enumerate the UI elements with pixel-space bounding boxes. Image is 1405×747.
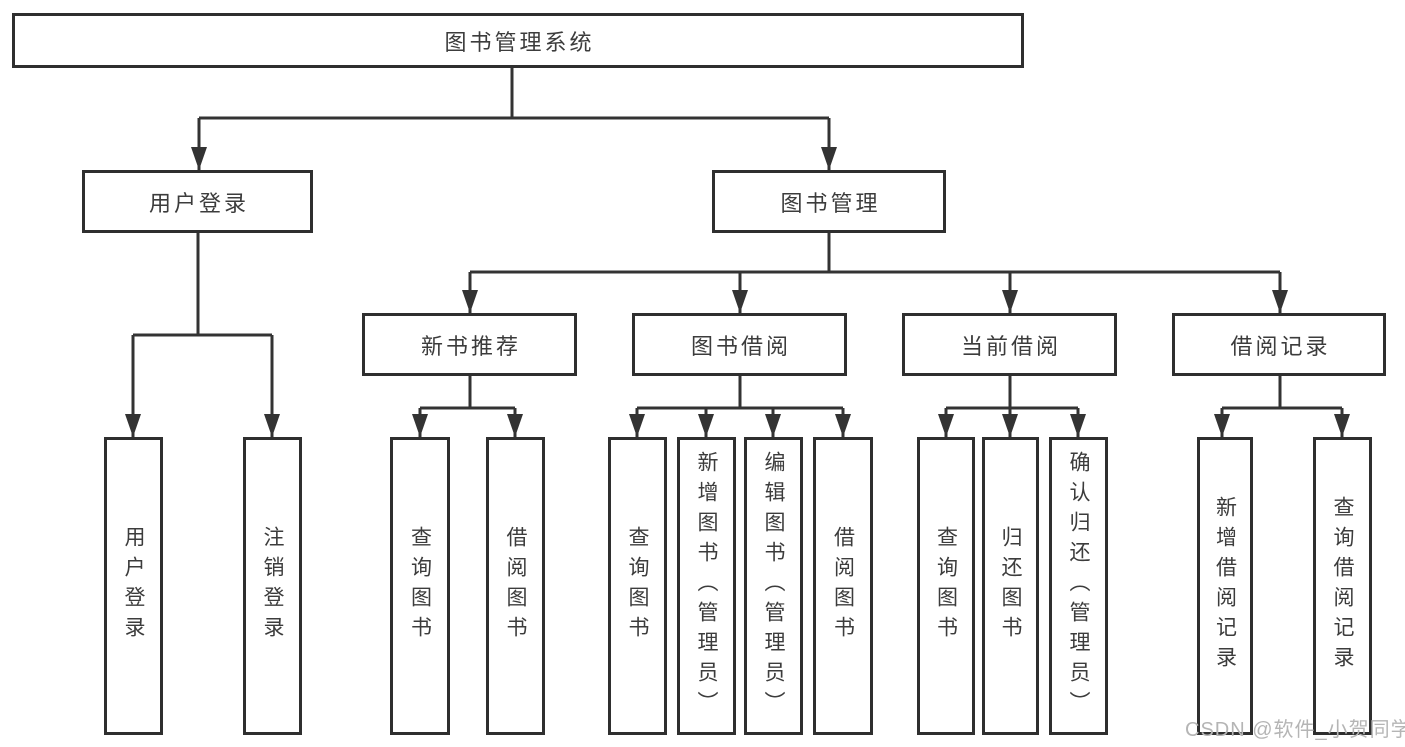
node-label: 新书推荐 [420,333,521,359]
leaf-add-books-admin: 新增图书（管理员） [677,437,736,735]
leaf-confirm-return-admin: 确认归还（管理员） [1049,437,1108,735]
csdn-watermark: CSDN @软件_小贺同学 [1185,719,1405,741]
node-label: 编辑图书（管理员） [762,451,786,721]
leaf-borrow-books-recommendation: 借阅图书 [486,437,545,735]
node-label: 借阅记录 [1230,333,1331,359]
leaf-logout: 注销登录 [243,437,302,735]
connector-user-login-children [125,233,280,437]
node-book-management: 图书管理 [712,170,946,233]
node-label: 查询借阅记录 [1331,496,1355,676]
node-new-book-recommendation: 新书推荐 [362,313,577,376]
leaf-query-books-recommendation: 查询图书 [390,437,450,735]
node-label: 当前借阅 [960,333,1061,359]
node-book-borrowing: 图书借阅 [632,313,847,376]
node-user-login: 用户登录 [82,170,313,233]
node-borrowing-records: 借阅记录 [1172,313,1386,376]
node-label: 图书管理 [780,190,881,216]
connector-borrowing-records-children [1214,376,1350,437]
node-label: 新增借阅记录 [1213,496,1237,676]
node-label: 查询图书 [626,526,650,646]
leaf-add-borrow-record: 新增借阅记录 [1197,437,1253,735]
node-label: 查询图书 [934,526,958,646]
connector-root-to-level2 [191,68,837,170]
node-label: 图书借阅 [690,333,791,359]
node-label: 确认归还（管理员） [1067,451,1091,721]
node-label: 用户登录 [148,190,249,216]
node-label: 归还图书 [999,526,1023,646]
connector-book-borrowing-children [629,376,851,437]
node-label: 查询图书 [408,526,432,646]
node-label: 图书管理系统 [444,29,595,55]
leaf-query-books-borrowing: 查询图书 [608,437,667,735]
leaf-query-borrow-record: 查询借阅记录 [1313,437,1372,735]
leaf-return-books: 归还图书 [982,437,1039,735]
node-label: 新增图书（管理员） [695,451,719,721]
node-current-borrowing: 当前借阅 [902,313,1117,376]
leaf-query-books-current: 查询图书 [917,437,975,735]
leaf-edit-books-admin: 编辑图书（管理员） [744,437,803,735]
leaf-user-login: 用户登录 [104,437,163,735]
node-label: 用户登录 [122,526,146,646]
node-label: 借阅图书 [831,526,855,646]
node-label: 注销登录 [261,526,285,646]
connector-new-book-recommendation-children [412,376,523,437]
node-library-management-system: 图书管理系统 [12,13,1024,68]
leaf-borrow-books: 借阅图书 [813,437,873,735]
connector-book-management-children [462,233,1288,313]
connector-current-borrowing-children [938,376,1086,437]
node-label: 借阅图书 [504,526,528,646]
